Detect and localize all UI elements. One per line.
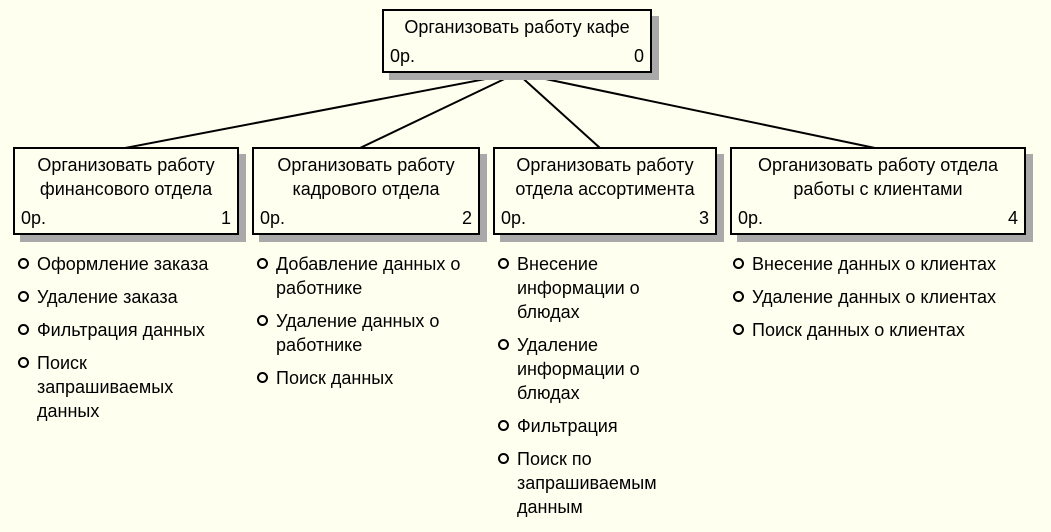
list-item-label: Добавление данных о работнике <box>276 254 461 298</box>
list-item-label: Поиск по запрашиваемым данным <box>517 449 657 517</box>
list-item-label: Поиск данных <box>276 368 394 388</box>
list-item-label: Удаление заказа <box>37 287 178 307</box>
circle-bullet-icon <box>18 357 29 368</box>
root-node-number: 0 <box>633 46 644 66</box>
list-item-label: Удаление данных о клиентах <box>752 287 997 307</box>
circle-bullet-icon <box>733 324 744 335</box>
connector-2 <box>359 72 518 149</box>
child-node-2-cost: 0р. <box>260 208 286 228</box>
list-item-label: Поиск данных о клиентах <box>752 320 965 340</box>
list-item: Удаление заказа <box>16 285 231 309</box>
child-node-4-title: Организовать работу отдела работы с клие… <box>758 155 998 199</box>
circle-bullet-icon <box>18 291 29 302</box>
child-node-3-title: Организовать работу отдела ассортимента <box>515 155 695 199</box>
child-node-4[interactable]: Организовать работу отдела работы с клие… <box>730 147 1026 235</box>
circle-bullet-icon <box>498 453 509 464</box>
list-item-label: Удаление информации о блюдах <box>517 335 640 403</box>
child-node-1-number: 1 <box>220 208 231 228</box>
list-item: Поиск запрашиваемых данных <box>16 351 187 423</box>
connector-3 <box>516 72 601 149</box>
connector-1 <box>124 72 518 149</box>
list-item-label: Внесение информации о блюдах <box>517 254 640 322</box>
root-node[interactable]: Организовать работу кафе 0р. 0 <box>382 9 652 73</box>
list-item: Поиск по запрашиваемым данным <box>496 447 687 519</box>
list-item: Удаление информации о блюдах <box>496 333 662 405</box>
circle-bullet-icon <box>498 420 509 431</box>
list-item-label: Оформление заказа <box>37 254 209 274</box>
child-node-2[interactable]: Организовать работу кадрового отдела 0р.… <box>252 147 480 235</box>
circle-bullet-icon <box>257 258 268 269</box>
list-item: Удаление данных о клиентах <box>731 285 1031 309</box>
circle-bullet-icon <box>498 258 509 269</box>
connector-4 <box>516 72 876 149</box>
child-node-3[interactable]: Организовать работу отдела ассортимента … <box>493 147 717 235</box>
list-item-label: Удаление данных о работнике <box>276 311 440 355</box>
child-node-4-cost: 0р. <box>738 208 764 228</box>
circle-bullet-icon <box>733 258 744 269</box>
child-node-3-number: 3 <box>698 208 709 228</box>
list-item: Поиск данных <box>255 366 470 390</box>
child-node-3-cost: 0р. <box>501 208 527 228</box>
list-item-label: Поиск запрашиваемых данных <box>37 353 174 421</box>
list-item: Оформление заказа <box>16 252 231 276</box>
child-node-2-title: Организовать работу кадрового отдела <box>277 155 455 199</box>
root-node-cost: 0р. <box>390 46 416 66</box>
child-1-items: Оформление заказа Удаление заказа Фильтр… <box>16 252 231 432</box>
list-item-label: Внесение данных о клиентах <box>752 254 996 274</box>
child-node-1-title: Организовать работу финансового отдела <box>37 155 215 199</box>
list-item: Удаление данных о работнике <box>255 309 470 357</box>
list-item: Фильтрация <box>496 414 676 438</box>
child-4-items: Внесение данных о клиентах Удаление данн… <box>731 252 1031 351</box>
child-node-4-number: 4 <box>1007 208 1018 228</box>
circle-bullet-icon <box>257 372 268 383</box>
circle-bullet-icon <box>257 315 268 326</box>
circle-bullet-icon <box>498 339 509 350</box>
list-item: Добавление данных о работнике <box>255 252 470 300</box>
root-node-title: Организовать работу кафе <box>404 17 630 37</box>
child-node-2-number: 2 <box>461 208 472 228</box>
list-item: Поиск данных о клиентах <box>731 318 1031 342</box>
list-item-label: Фильтрация данных <box>37 320 205 340</box>
list-item: Внесение данных о клиентах <box>731 252 1031 276</box>
circle-bullet-icon <box>18 324 29 335</box>
child-3-items: Внесение информации о блюдах Удаление ин… <box>496 252 676 528</box>
child-node-1[interactable]: Организовать работу финансового отдела 0… <box>13 147 239 235</box>
list-item: Внесение информации о блюдах <box>496 252 662 324</box>
list-item-label: Фильтрация <box>517 416 618 436</box>
circle-bullet-icon <box>18 258 29 269</box>
circle-bullet-icon <box>733 291 744 302</box>
child-node-1-cost: 0р. <box>21 208 47 228</box>
child-2-items: Добавление данных о работнике Удаление д… <box>255 252 470 399</box>
list-item: Фильтрация данных <box>16 318 231 342</box>
